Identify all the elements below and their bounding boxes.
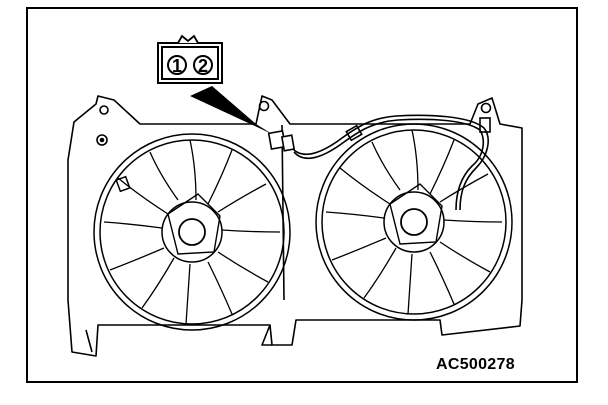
callout-pointer bbox=[190, 86, 272, 134]
pin-2-label: 2 bbox=[198, 56, 208, 76]
motor-connector bbox=[267, 129, 296, 152]
left-fan bbox=[93, 133, 291, 331]
pin-1-circle bbox=[167, 55, 187, 75]
pin-1-label: 1 bbox=[172, 56, 182, 76]
connector-callout: 1 2 bbox=[157, 34, 223, 84]
fan-shroud bbox=[67, 95, 523, 357]
wiring-harness bbox=[291, 114, 491, 211]
connector-latch-icon bbox=[177, 34, 199, 44]
right-fan bbox=[315, 123, 513, 321]
pin-2-circle bbox=[193, 55, 213, 75]
figure-border bbox=[26, 7, 578, 383]
figure-reference-code: AC500278 bbox=[436, 356, 515, 373]
